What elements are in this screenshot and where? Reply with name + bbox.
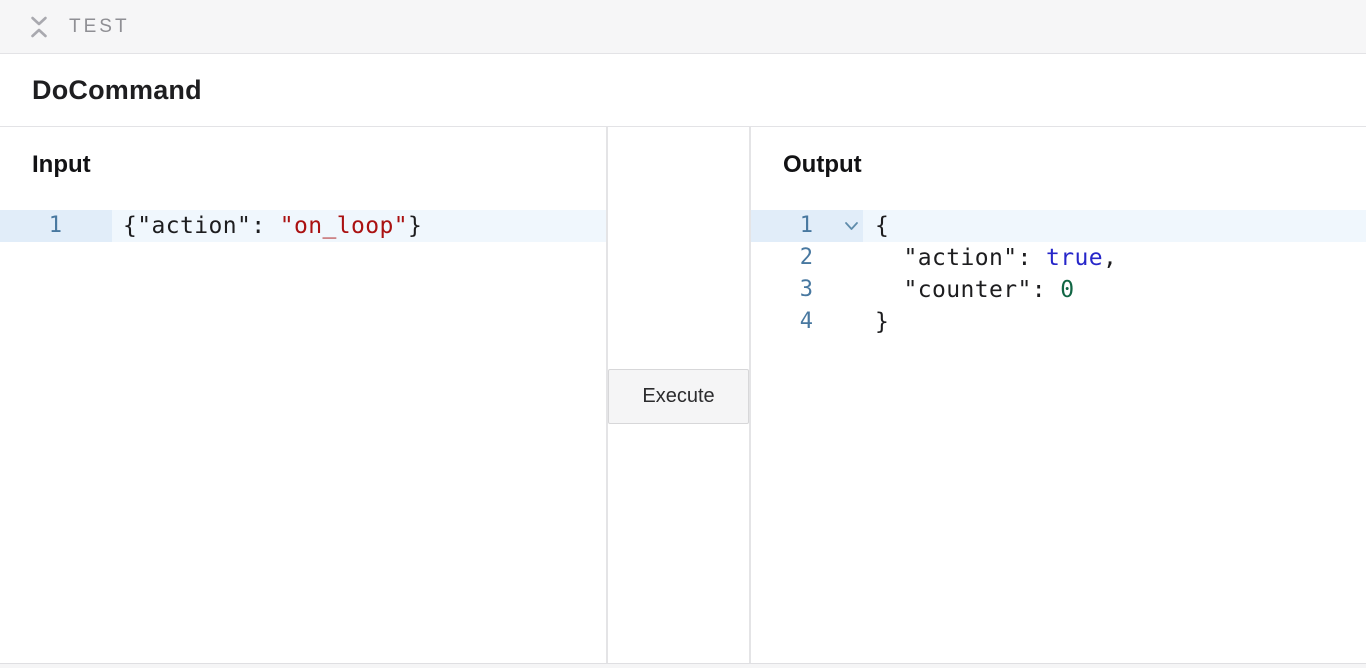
collapse-vertical-icon	[31, 16, 47, 37]
input-heading: Input	[32, 151, 91, 178]
input-panel: Input 1 {"action": "on_loop"}	[0, 127, 608, 663]
line-number: 1	[751, 210, 821, 242]
execute-button[interactable]: Execute	[608, 369, 749, 424]
code-token-plain: }	[875, 309, 890, 335]
page-title: DoCommand	[32, 74, 202, 105]
line-number: 4	[799, 309, 813, 334]
fold-gutter	[821, 274, 863, 306]
code-token-plain: {"action":	[123, 213, 280, 239]
code-line: }	[863, 306, 1366, 338]
code-token-plain: "action":	[875, 245, 1046, 271]
code-line: {	[863, 210, 1366, 242]
input-code-editor[interactable]: 1 {"action": "on_loop"}	[0, 210, 606, 242]
output-panel: Output 1{2 "action": true,3 "counter": 0…	[751, 127, 1366, 663]
code-token-plain: ,	[1102, 245, 1118, 271]
test-topbar: TEST	[0, 0, 1366, 54]
code-token-plain: }	[407, 213, 423, 239]
code-token-plain: "counter":	[875, 277, 1061, 303]
collapse-panel-button[interactable]	[26, 12, 52, 42]
command-header: DoCommand	[0, 54, 1366, 127]
code-token-atom: true	[1045, 245, 1103, 271]
line-number: 2	[799, 245, 813, 270]
code-token-number: 0	[1060, 277, 1075, 303]
code-line-row: 1 {"action": "on_loop"}	[0, 210, 606, 242]
code-line-row: 2 "action": true,	[751, 242, 1366, 274]
execute-column: Execute	[608, 127, 751, 663]
line-number: 1	[0, 210, 70, 242]
fold-gutter	[70, 210, 112, 242]
fold-toggle[interactable]	[821, 210, 863, 242]
code-line-row: 1{	[751, 210, 1366, 242]
code-line: "counter": 0	[863, 274, 1366, 306]
output-heading: Output	[783, 151, 862, 178]
chevron-down-icon	[845, 222, 858, 230]
code-line-row: 4}	[751, 306, 1366, 338]
code-line: "action": true,	[863, 242, 1366, 274]
code-token-plain: {	[875, 213, 890, 239]
bottom-strip	[0, 664, 1366, 668]
fold-gutter	[821, 306, 863, 338]
test-panel-body: Input 1{"action": "on_loop"} Execute Out…	[0, 127, 1366, 664]
code-line[interactable]: {"action": "on_loop"}	[112, 210, 606, 242]
code-line-row: 3 "counter": 0	[751, 274, 1366, 306]
panel-section-label: TEST	[69, 15, 130, 37]
line-number: 3	[799, 277, 813, 302]
code-token-string: "on_loop"	[279, 213, 408, 239]
fold-gutter	[821, 242, 863, 274]
